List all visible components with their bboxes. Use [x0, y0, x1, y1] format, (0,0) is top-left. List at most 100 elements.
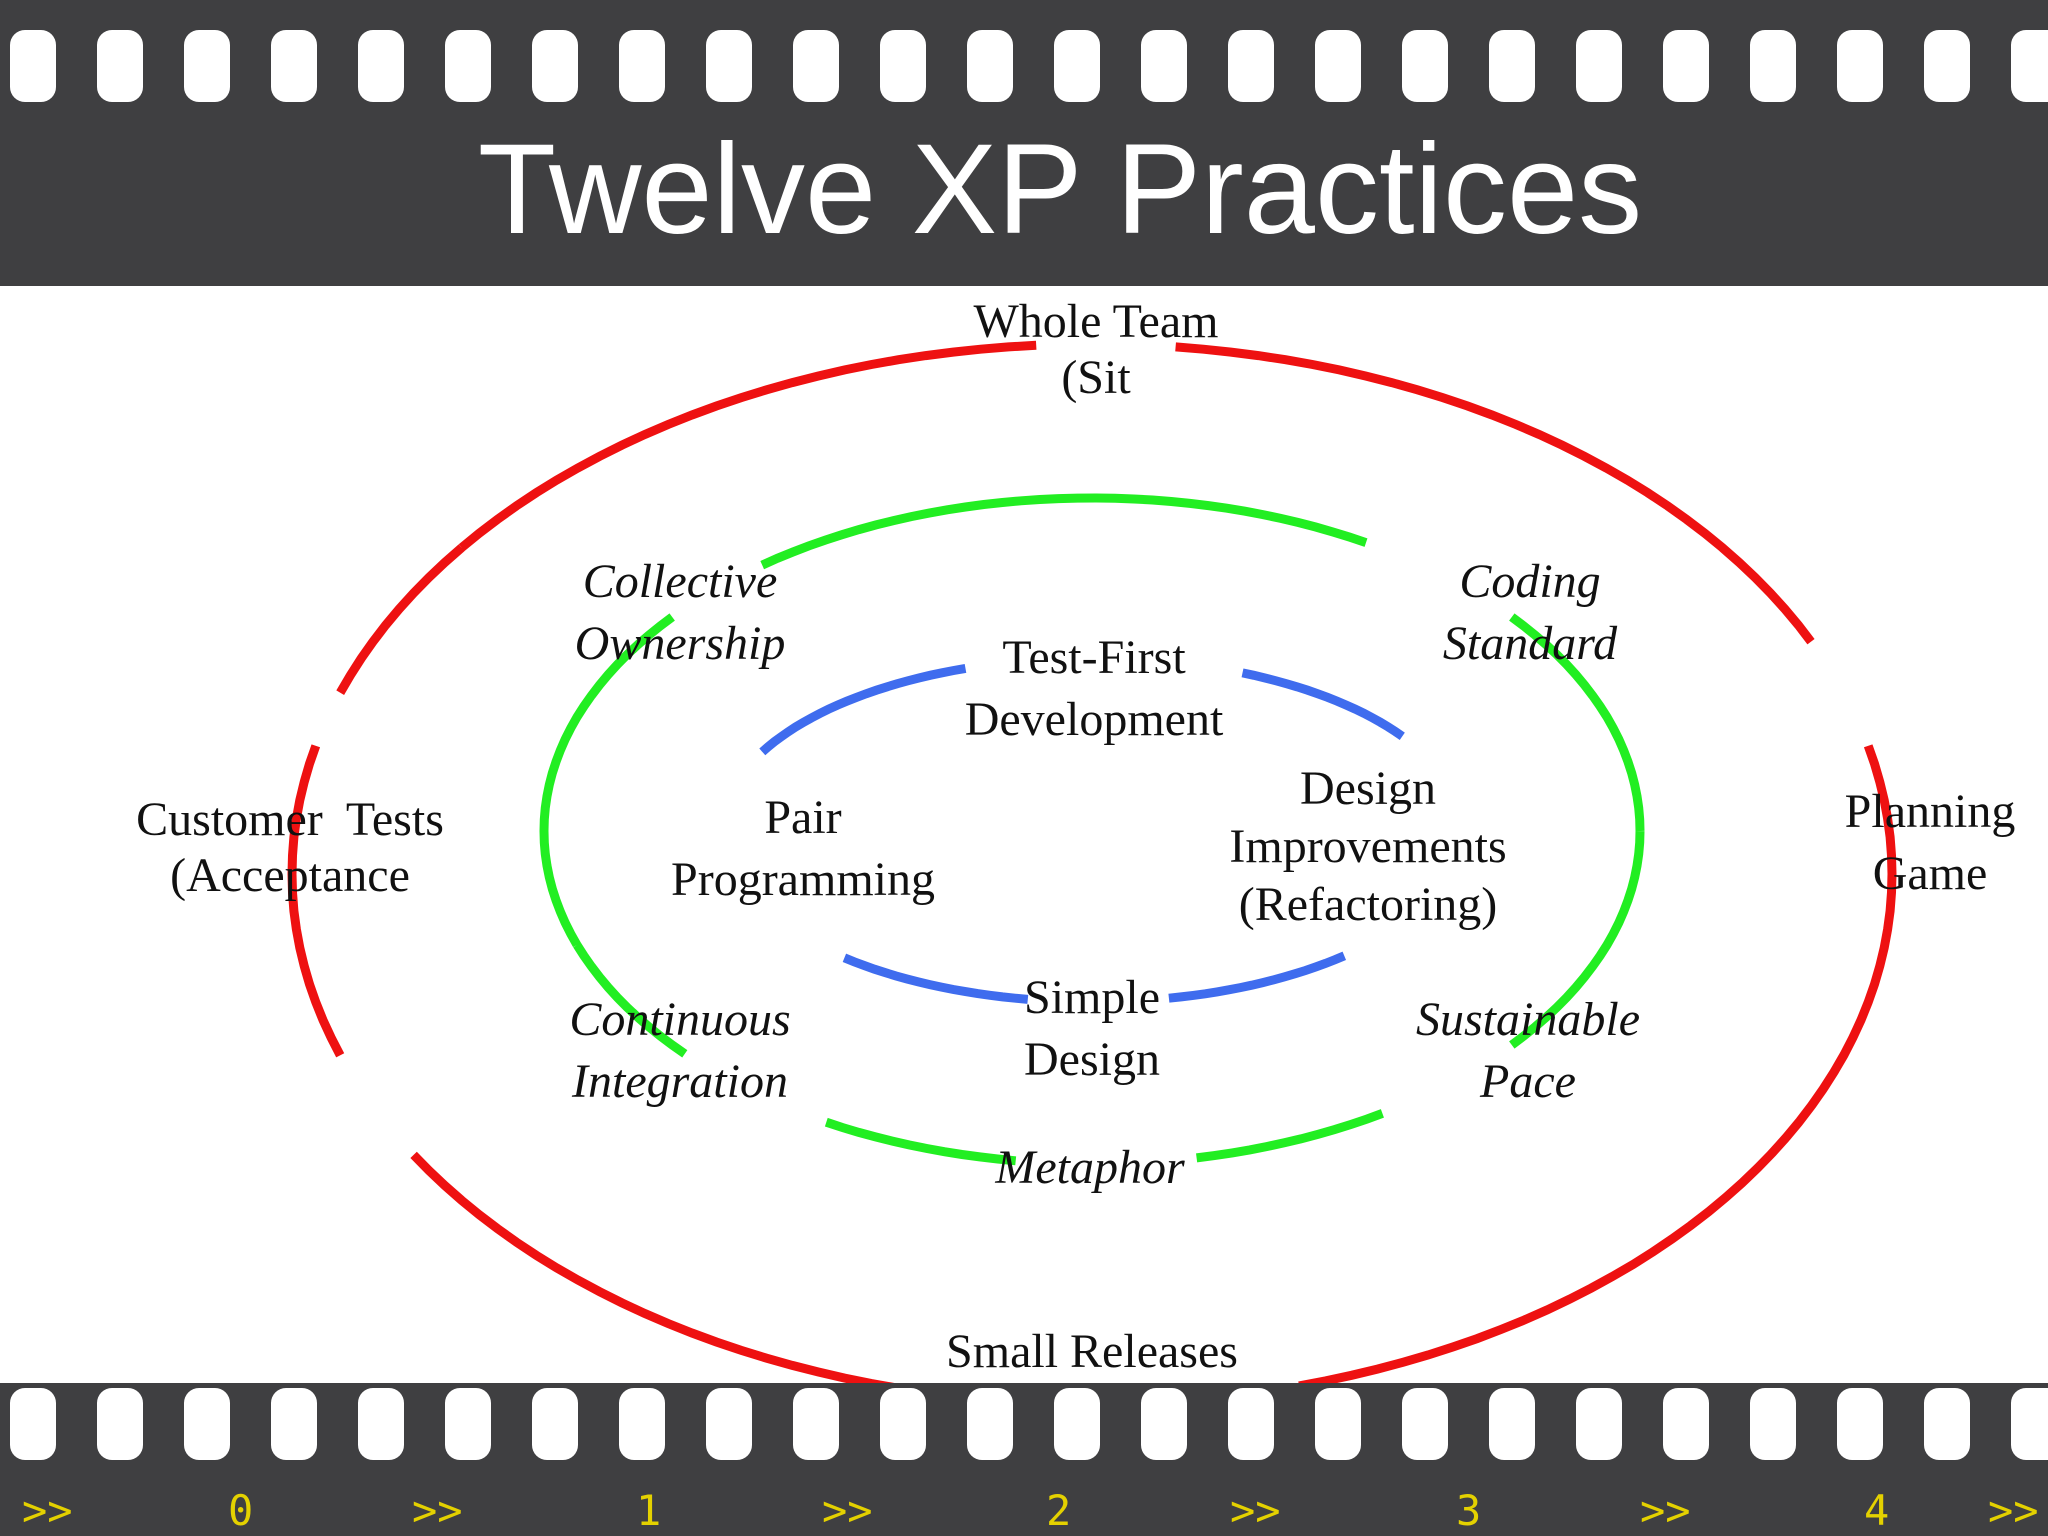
perforation	[1750, 30, 1796, 102]
perforation	[358, 30, 404, 102]
perforation	[1750, 1388, 1796, 1460]
perforation	[184, 30, 230, 102]
footer-mark: >>	[22, 1486, 73, 1535]
footer-mark: 3	[1456, 1486, 1482, 1535]
practice-label-line: Design	[1024, 1033, 1160, 1086]
perforation	[10, 1388, 56, 1460]
perforation	[1924, 30, 1970, 102]
practice-label-line: Whole Team	[973, 295, 1219, 348]
perforation	[1663, 30, 1709, 102]
practice-label-line: Development	[964, 693, 1224, 746]
practice-label-line: Game	[1872, 847, 1988, 900]
perforation	[706, 1388, 752, 1460]
perforation	[1315, 30, 1361, 102]
perforation	[445, 30, 491, 102]
practice-sustainable-pace: Sustainable Pace	[1416, 992, 1640, 1110]
footer-mark: >>	[1988, 1486, 2039, 1535]
practice-label-line: Improvements	[1229, 820, 1507, 873]
practice-label-line: Collective	[582, 555, 778, 608]
practice-label-line: Continuous	[569, 993, 791, 1046]
slide-title: Twelve XP Practices	[477, 118, 1643, 261]
perforation	[358, 1388, 404, 1460]
perforation	[793, 30, 839, 102]
footer-mark: 1	[636, 1486, 662, 1535]
perforation	[1228, 30, 1274, 102]
perforation	[1663, 1388, 1709, 1460]
middle-ring	[539, 493, 1645, 1166]
perforation	[2011, 30, 2048, 102]
perforation	[619, 30, 665, 102]
perforation	[2011, 1388, 2048, 1460]
perforation	[1228, 1388, 1274, 1460]
perforation	[880, 1388, 926, 1460]
perforation	[1489, 30, 1535, 102]
perforation	[967, 1388, 1013, 1460]
perforation	[445, 1388, 491, 1460]
practice-whole-team: Whole Team (Sit	[974, 294, 1219, 406]
perforation	[184, 1388, 230, 1460]
perforation	[967, 30, 1013, 102]
practice-small-releases: Small Releases	[946, 1324, 1238, 1380]
footer-mark: >>	[412, 1486, 463, 1535]
practice-design-improvements: Design Improvements (Refactoring)	[1229, 760, 1506, 934]
practice-label-line: Integration	[572, 1055, 788, 1108]
perforation	[97, 1388, 143, 1460]
perforation	[1402, 1388, 1448, 1460]
practice-planning-game: Planning Game	[1845, 784, 2016, 902]
film-perforations-bottom	[0, 1388, 2048, 1460]
perforation	[1837, 1388, 1883, 1460]
outer-ring	[287, 340, 1897, 1383]
practice-label-line: Ownership	[574, 617, 786, 670]
practice-label-line: Standard	[1442, 617, 1618, 670]
perforation	[1141, 1388, 1187, 1460]
perforation	[97, 30, 143, 102]
perforation	[1054, 30, 1100, 102]
practice-label-line: Planning	[1844, 785, 2016, 838]
practice-label-line: Test-First	[1002, 631, 1186, 684]
perforation	[1402, 30, 1448, 102]
footer-mark: >>	[1640, 1486, 1691, 1535]
perforation	[271, 1388, 317, 1460]
film-footer-marks: >> 0 >> 1 >> 2 >> 3 >> 4 >>	[0, 1486, 2048, 1536]
perforation	[1141, 30, 1187, 102]
practice-rings	[287, 340, 1897, 1383]
footer-mark: 4	[1864, 1486, 1890, 1535]
perforation	[1924, 1388, 1970, 1460]
perforation	[532, 1388, 578, 1460]
practice-customer-tests: Customer Tests (Acceptance	[136, 792, 444, 904]
practice-metaphor: Metaphor	[995, 1140, 1184, 1196]
practice-collective-ownership: Collective Ownership	[575, 554, 786, 672]
practice-label-line: (Acceptance	[170, 849, 410, 902]
practice-label-line: Metaphor	[995, 1141, 1185, 1194]
inner-ring	[759, 663, 1405, 1004]
footer-mark: >>	[1230, 1486, 1281, 1535]
practice-label-line: (Sit	[1061, 351, 1131, 404]
practice-label-line: Coding	[1459, 555, 1601, 608]
practice-coding-standard: Coding Standard	[1443, 554, 1617, 672]
practice-test-first-development: Test-First Development	[965, 630, 1224, 748]
perforation	[1489, 1388, 1535, 1460]
practice-label-line: Simple	[1023, 971, 1161, 1024]
perforation	[619, 1388, 665, 1460]
footer-mark: 2	[1046, 1486, 1072, 1535]
practice-label-line: Programming	[671, 853, 935, 906]
practice-label-line: Pace	[1480, 1055, 1576, 1108]
perforation	[1576, 30, 1622, 102]
practice-label-line: (Refactoring)	[1238, 878, 1498, 931]
perforation	[532, 30, 578, 102]
perforation	[10, 30, 56, 102]
perforation	[1054, 1388, 1100, 1460]
footer-bar	[0, 1383, 2048, 1536]
practice-label-line: Customer Tests	[136, 793, 444, 846]
practice-pair-programming: Pair Programming	[671, 790, 935, 908]
film-perforations-top	[0, 30, 2048, 102]
perforation	[1837, 30, 1883, 102]
practice-label-line: Sustainable	[1416, 993, 1640, 1046]
perforation	[1576, 1388, 1622, 1460]
perforation	[880, 30, 926, 102]
title-bar	[0, 0, 2048, 286]
practice-continuous-integration: Continuous Integration	[569, 992, 790, 1110]
footer-mark: 0	[228, 1486, 254, 1535]
practice-simple-design: Simple Design	[1024, 970, 1160, 1088]
perforation	[271, 30, 317, 102]
